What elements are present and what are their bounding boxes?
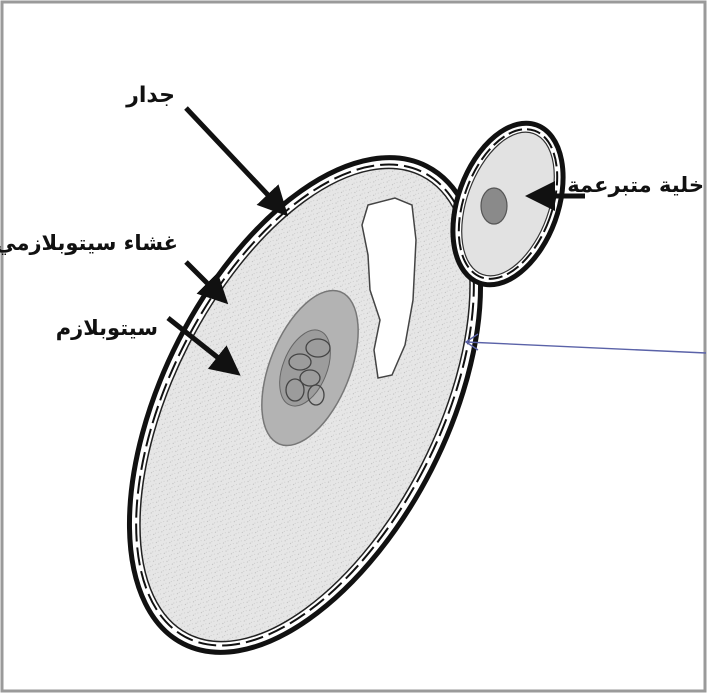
label-membrane: غشاء سيتوبلازمي	[0, 231, 178, 255]
label-cytoplasm: سيتوبلازم	[56, 316, 158, 340]
blue-pointer	[466, 334, 706, 353]
label-bud: خلية متبرعمة	[567, 173, 704, 197]
label-wall: جدار	[125, 83, 175, 108]
wall-arrow	[186, 108, 284, 212]
bud-nucleus	[481, 188, 507, 224]
